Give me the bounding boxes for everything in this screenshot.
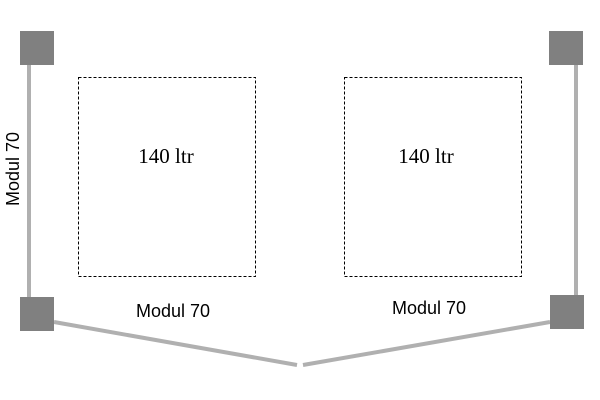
bottom-left-diagonal-rail: [53, 320, 298, 367]
post-bottom-right: [550, 295, 584, 329]
bottom-right-module-label: Modul 70: [392, 298, 466, 318]
left-tank-box: [78, 77, 256, 277]
post-top-right: [549, 31, 583, 65]
bottom-right-diagonal-rail: [302, 320, 551, 367]
bottom-left-module-label: Modul 70: [136, 301, 210, 321]
right-tank-box: [344, 77, 522, 277]
post-top-left: [20, 31, 54, 65]
right-tank-label: 140 ltr: [398, 144, 453, 168]
left-tank-label: 140 ltr: [138, 144, 193, 168]
post-bottom-left: [20, 297, 54, 331]
left-module-label: Modul 70: [3, 132, 23, 206]
